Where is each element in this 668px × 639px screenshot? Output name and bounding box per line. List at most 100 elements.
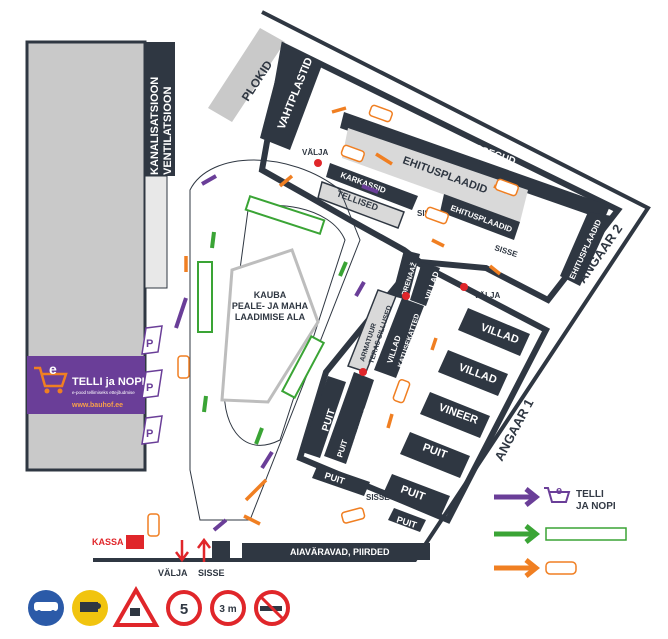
valja-exit-arrow-icon bbox=[175, 540, 189, 563]
green-arrow-icon bbox=[202, 395, 208, 413]
no-entry-icon bbox=[359, 368, 367, 376]
car-sign-icon bbox=[28, 590, 64, 626]
valja-top-label: VÄLJA bbox=[302, 148, 328, 157]
purple-arrow-icon bbox=[212, 518, 228, 532]
no-entry-icon bbox=[402, 292, 410, 300]
puit-4-zone bbox=[312, 464, 370, 496]
loading-area-label-3: LAADIMISE ALA bbox=[235, 312, 306, 322]
telli-ja-nopi-banner: e TELLI ja NOPI e-pood tellimiseks ettej… bbox=[27, 356, 145, 414]
puit-katusekatted-zone bbox=[324, 372, 374, 464]
banner-url: www.bauhof.ee bbox=[71, 402, 123, 409]
purple-arrow-icon bbox=[354, 281, 366, 297]
svg-text:e: e bbox=[49, 361, 57, 377]
speed-limit-value: 5 bbox=[180, 601, 188, 618]
legend-truck-icon bbox=[545, 527, 627, 541]
orange-route-arrows bbox=[184, 106, 507, 526]
annex-block bbox=[144, 175, 168, 289]
ventilatsioon-label: VENTILATSIOON bbox=[162, 87, 174, 175]
orange-arrow-icon bbox=[386, 413, 394, 429]
banner-subtitle: e-pood tellimiseks ettejõudmise bbox=[72, 390, 135, 395]
drenaaz-zone bbox=[392, 250, 420, 300]
orange-arrow-icon bbox=[278, 174, 294, 188]
villad-katusekatted-zone bbox=[374, 298, 424, 378]
parking-sign-label: P bbox=[146, 338, 153, 350]
valja-entry-label: VÄLJA bbox=[158, 568, 188, 578]
speed-limit-icon: 5 bbox=[166, 590, 202, 626]
villad-1-zone bbox=[458, 308, 530, 356]
parking-sign-label: P bbox=[146, 382, 153, 394]
puit-1-zone bbox=[400, 432, 470, 478]
height-limit-value: 3 m bbox=[219, 604, 236, 615]
loading-area-label-2: PEALE- JA MAHA bbox=[232, 301, 309, 311]
legend-cart-icon: e bbox=[544, 485, 571, 503]
purple-arrow-icon bbox=[174, 297, 188, 329]
shopping-cart-icon: e bbox=[34, 361, 68, 394]
purple-arrow-icon bbox=[361, 184, 379, 194]
villad-2-zone bbox=[438, 350, 508, 396]
puit-5-zone bbox=[388, 508, 426, 532]
sisse-entry-label: SISSE bbox=[198, 568, 225, 578]
puit-3-zone bbox=[302, 376, 346, 458]
puit-2-zone bbox=[382, 474, 450, 518]
valja-right-label: VÄLJA bbox=[474, 291, 500, 300]
green-arrow-icon bbox=[254, 427, 264, 445]
height-limit-icon: 3 m bbox=[210, 590, 246, 626]
sisse-entry-arrow-icon bbox=[197, 537, 211, 562]
truck-icon bbox=[197, 261, 213, 333]
ventilation-section bbox=[145, 42, 175, 176]
orange-arrow-icon bbox=[375, 152, 393, 166]
banner-title: TELLI ja NOPI bbox=[72, 376, 145, 388]
ehitusplaadid-inner-zone bbox=[440, 194, 520, 240]
no-smoking-icon bbox=[254, 590, 290, 626]
legend-orange-arrow-icon bbox=[494, 558, 541, 578]
vineer-zone bbox=[420, 392, 490, 438]
kanalisatsioon-label: KANALISATSIOON bbox=[149, 77, 161, 175]
plokid-zone bbox=[208, 28, 285, 122]
angaar1-label: ANGAAR 1 bbox=[491, 396, 536, 463]
camera-sign-icon bbox=[72, 590, 108, 626]
green-route-arrows bbox=[202, 231, 348, 445]
no-entry-icon bbox=[460, 283, 468, 291]
gate-post bbox=[212, 541, 230, 561]
parking-area: P P P bbox=[141, 325, 163, 445]
truck-icon bbox=[244, 195, 326, 235]
purple-route-arrows bbox=[174, 174, 379, 532]
angaar1-outline bbox=[296, 258, 551, 524]
site-boundary bbox=[93, 10, 651, 562]
orange-arrow-icon bbox=[430, 337, 438, 351]
orange-arrow-icon bbox=[488, 264, 502, 276]
ehitusplaadid-top-zone bbox=[342, 128, 528, 222]
purple-arrow-icon bbox=[201, 174, 217, 186]
loading-area-zone bbox=[220, 248, 320, 404]
karkassid-zone bbox=[326, 163, 418, 210]
legend-telli-label-1: TELLI bbox=[576, 489, 604, 500]
villad-small-zone bbox=[410, 262, 440, 306]
orange-arrow-icon bbox=[243, 514, 261, 526]
ehitusplaadid-right-zone bbox=[560, 212, 612, 286]
car-icon bbox=[147, 104, 519, 537]
sisse-bottom-label: SISSE bbox=[366, 493, 390, 502]
kassa-label: KASSA bbox=[92, 537, 124, 547]
forklift-warning-icon bbox=[112, 585, 160, 627]
aiavaravad-label: AIAVÄRAVAD, PIIRDED bbox=[290, 547, 390, 557]
loading-area-label-1: KAUBA bbox=[254, 290, 287, 300]
parking-sign-label: P bbox=[146, 428, 153, 440]
green-arrow-icon bbox=[338, 261, 348, 277]
vahtplastid-zone bbox=[260, 46, 322, 150]
svg-text:e: e bbox=[556, 485, 562, 497]
ehitussegud-zone bbox=[340, 112, 610, 220]
legend-purple-arrow-icon bbox=[494, 487, 541, 507]
legend: e TELLI JA NOPI bbox=[494, 485, 627, 578]
truck-icon bbox=[280, 334, 326, 400]
aiavaravad-zone bbox=[242, 543, 430, 560]
sisse-right-label: SISSE bbox=[493, 243, 519, 259]
legend-telli-label-2: JA NOPI bbox=[576, 501, 616, 512]
purple-arrow-icon bbox=[260, 450, 274, 470]
no-entry-icon bbox=[314, 159, 322, 167]
orange-arrow-icon bbox=[431, 238, 445, 248]
kassa-box bbox=[126, 535, 144, 549]
legend-car-icon bbox=[545, 561, 577, 575]
tellised-zone bbox=[317, 181, 405, 229]
legend-green-arrow-icon bbox=[494, 524, 541, 544]
